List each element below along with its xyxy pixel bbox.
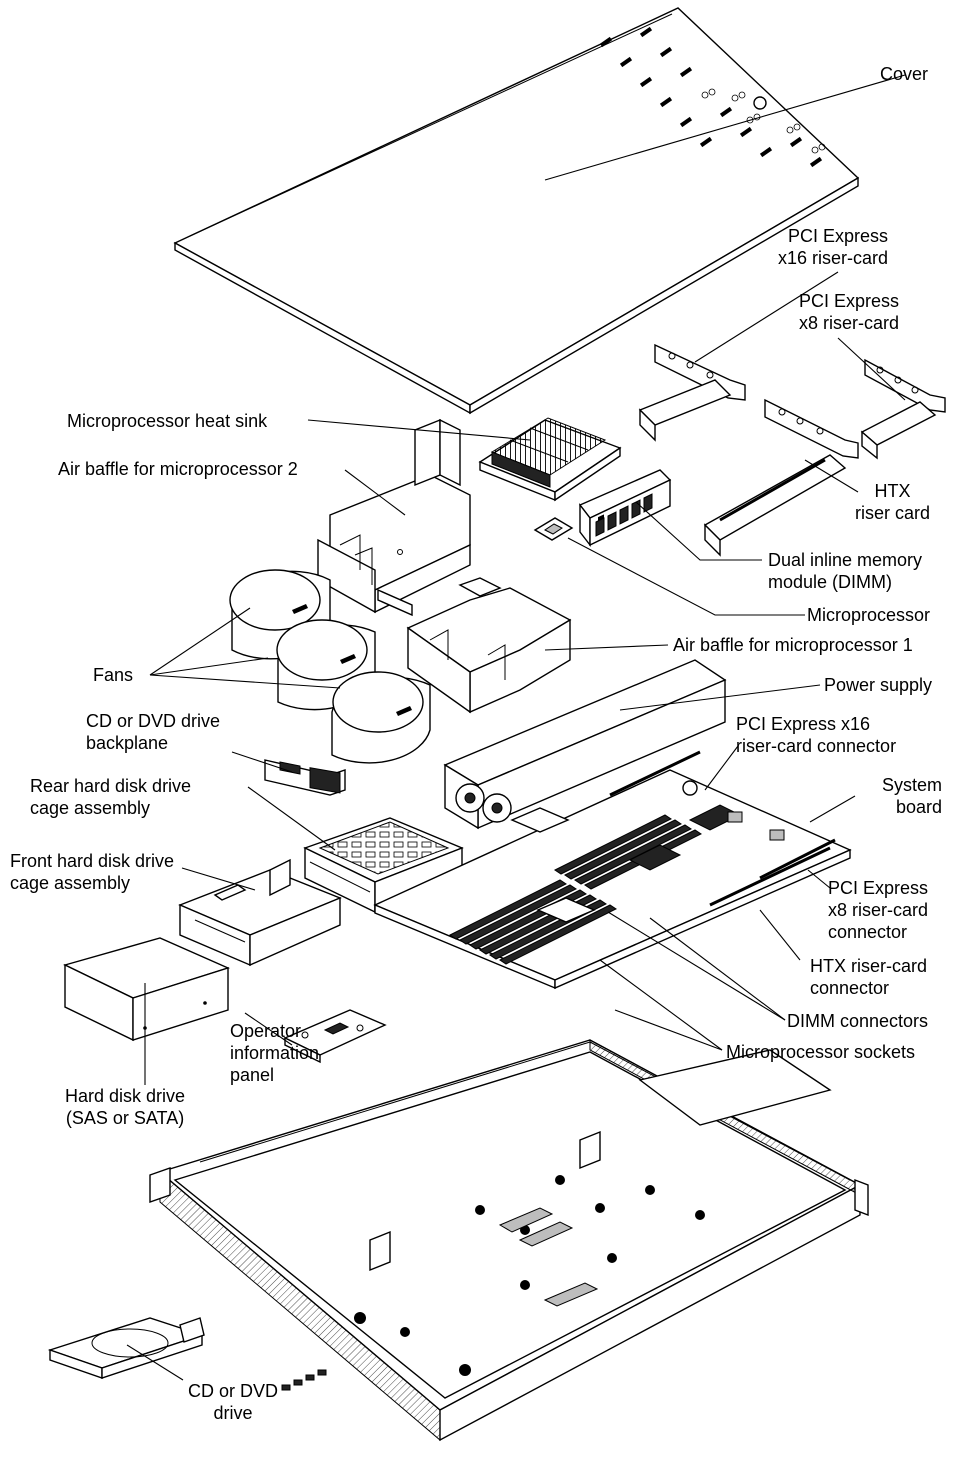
fan-3-part (331, 671, 431, 764)
label-cpu-sockets: Microprocessor sockets (726, 1042, 916, 1062)
microprocessor-part (533, 517, 574, 541)
label-hdd: Hard disk drive(SAS or SATA) (65, 1086, 186, 1128)
air-baffle-2-part (317, 418, 471, 617)
cd-backplane-part (264, 759, 346, 796)
dimm-part (578, 469, 672, 548)
system-board-part (373, 750, 852, 990)
label-air-baffle-2: Air baffle for microprocessor 2 (58, 459, 298, 479)
label-fans: Fans (93, 665, 134, 685)
label-cover: Cover (880, 64, 929, 84)
air-baffle-1-part (406, 577, 572, 714)
htx-riser-part (703, 398, 859, 557)
power-supply-part (443, 659, 727, 830)
label-microprocessor: Microprocessor (807, 605, 931, 625)
label-power-supply: Power supply (824, 675, 933, 695)
operator-panel-part (283, 1009, 387, 1064)
front-hdd-cage-part (178, 858, 342, 967)
leader-lines (126, 74, 906, 1381)
pcie-x16-riser-part (638, 343, 746, 442)
label-dimm-connectors: DIMM connectors (787, 1011, 929, 1031)
cd-drive-part (47, 1317, 205, 1379)
label-air-baffle-1: Air baffle for microprocessor 1 (673, 635, 913, 655)
hdd-part (63, 937, 230, 1042)
label-heat-sink: Microprocessor heat sink (67, 411, 268, 431)
heat-sink-part (478, 417, 622, 502)
pcie-x8-riser-part (860, 358, 946, 460)
cover-part (173, 7, 860, 415)
chassis-part (149, 1039, 869, 1442)
